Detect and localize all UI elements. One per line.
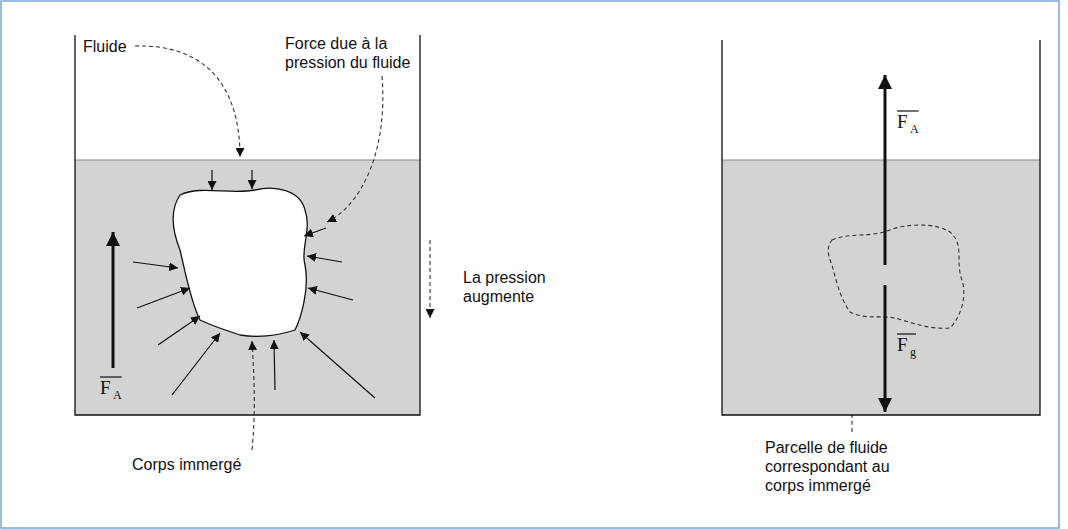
force-subscript: A [113, 389, 122, 401]
weight-arrow [884, 285, 887, 412]
pressure-increase-arrow [429, 240, 430, 318]
buoyancy-arrow [112, 232, 115, 368]
leader-line [327, 76, 383, 222]
fluid-label: Fluide [83, 37, 127, 56]
pressure-arrow [172, 333, 220, 395]
pressure-arrow [158, 316, 200, 345]
fluid-parcel [828, 225, 964, 328]
force-symbol: F [897, 335, 908, 354]
fluid-surface [75, 160, 420, 161]
pressure-note: La pression augmente [463, 268, 563, 306]
parcel-label: Parcelle de fluide correspondant au corp… [765, 438, 915, 495]
pressure-arrow [304, 228, 326, 236]
pressure-arrow [137, 288, 190, 308]
container [75, 35, 420, 415]
pressure-arrow [274, 340, 275, 390]
leader-line [252, 341, 254, 450]
buoyancy-arrow [884, 75, 887, 265]
pressure-arrow [307, 256, 342, 262]
pressure-arrow [211, 170, 212, 190]
pressure-force-label: Force due à la pression du fluide [285, 34, 430, 72]
fluid [722, 160, 1040, 415]
leader-line [135, 46, 240, 157]
pressure-arrows [133, 170, 375, 398]
container [722, 40, 1040, 415]
force-subscript: g [910, 346, 916, 358]
immersed-body [173, 188, 307, 336]
fluid-surface [722, 160, 1040, 161]
pressure-arrow [300, 332, 375, 398]
body-label: Corps immergé [132, 455, 241, 474]
pressure-arrow [133, 262, 178, 268]
force-subscript: A [910, 123, 919, 135]
force-symbol: F [100, 378, 111, 397]
pressure-arrow [251, 170, 252, 189]
pressure-arrow [308, 288, 353, 300]
force-symbol: F [897, 112, 908, 131]
fluid [75, 160, 420, 415]
